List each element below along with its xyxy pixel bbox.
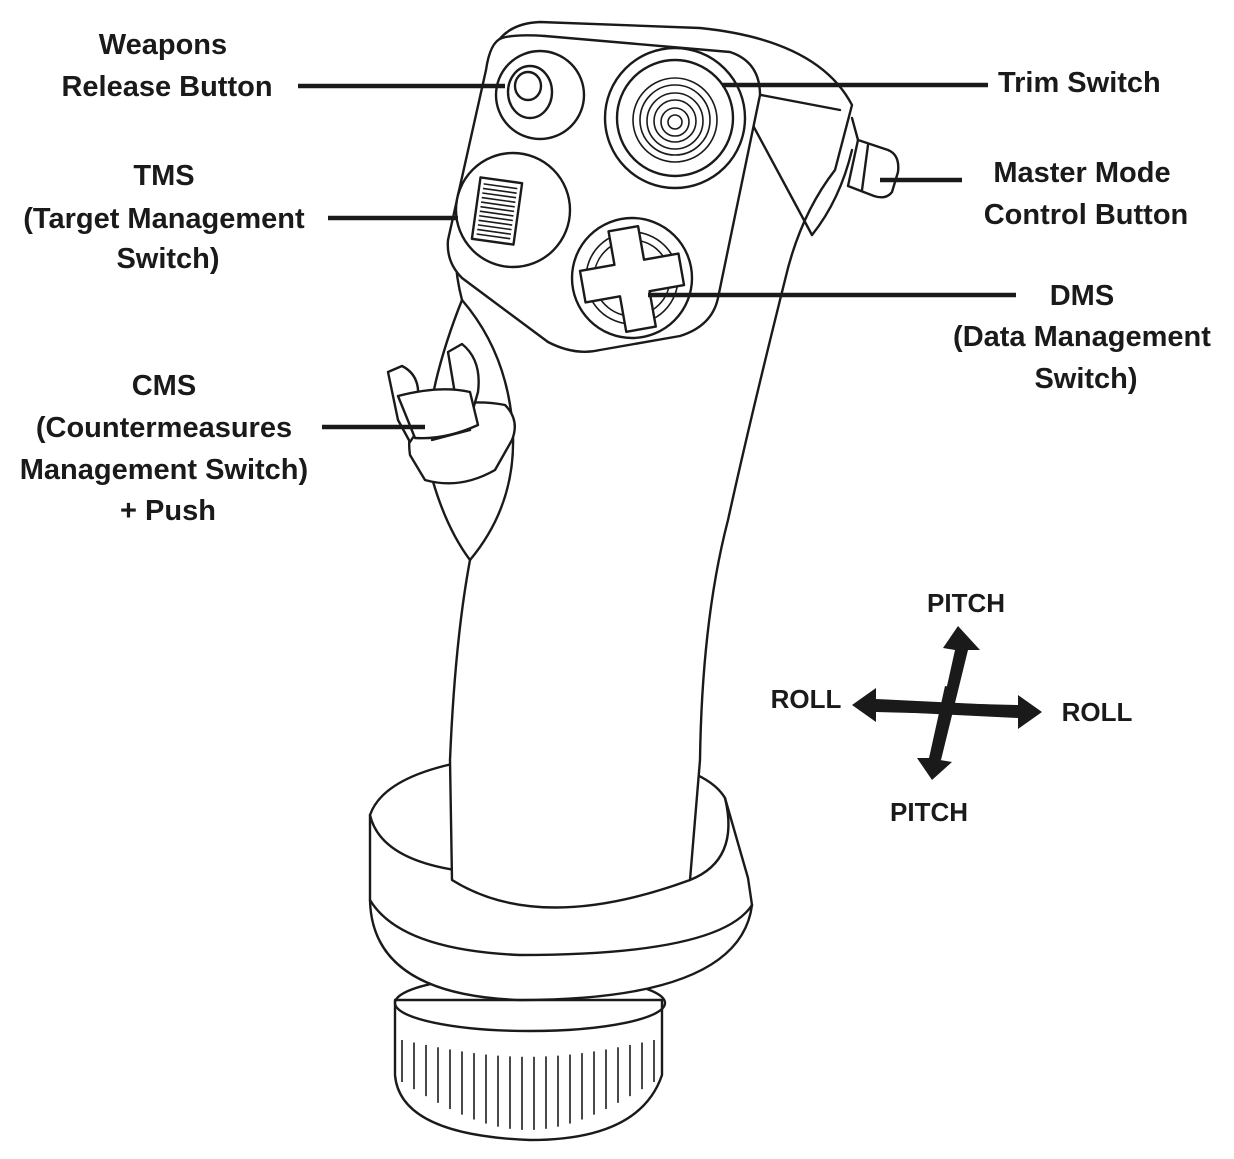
tms-ridge bbox=[479, 214, 513, 222]
tms-ridge bbox=[482, 187, 517, 194]
label-dms: DMS (Data Management Switch) bbox=[953, 280, 1219, 395]
callout-labels: Weapons Release Button Trim Switch TMS (… bbox=[20, 29, 1219, 527]
tms-ridge bbox=[482, 192, 517, 199]
label-weapons-release: Weapons Release Button bbox=[61, 29, 272, 103]
label-cms: CMS (Countermeasures Management Switch) … bbox=[20, 370, 317, 527]
pitch-down-arrow-icon bbox=[917, 686, 955, 780]
tms-ridge bbox=[477, 224, 512, 231]
trim-switch-drawing bbox=[603, 46, 747, 190]
tms-ridge bbox=[479, 210, 514, 217]
leader-lines bbox=[298, 82, 1016, 430]
tms-switch-drawing bbox=[454, 151, 572, 269]
tms-ridge bbox=[476, 233, 511, 240]
roll-right-arrow-icon bbox=[895, 695, 1042, 729]
tms-ridge bbox=[478, 219, 513, 226]
tms-ridge bbox=[480, 201, 515, 208]
tms-ridge bbox=[480, 205, 515, 213]
axis-labels: PITCH PITCH ROLL ROLL bbox=[771, 588, 1133, 827]
label-trim-switch: Trim Switch bbox=[998, 67, 1161, 99]
label-roll-right: ROLL bbox=[1062, 697, 1133, 727]
cms-switch-drawing bbox=[386, 342, 516, 485]
label-pitch-down: PITCH bbox=[890, 797, 968, 827]
tms-ridge bbox=[477, 228, 512, 235]
label-roll-left: ROLL bbox=[771, 684, 842, 714]
weapons-release-button-drawing bbox=[494, 49, 586, 141]
label-tms: TMS (Target Management Switch) bbox=[23, 160, 313, 275]
dms-switch-drawing bbox=[570, 216, 694, 340]
master-mode-button-drawing bbox=[846, 116, 900, 199]
tms-ridge bbox=[481, 196, 516, 204]
tms-ridge bbox=[483, 183, 518, 190]
label-pitch-up: PITCH bbox=[927, 588, 1005, 618]
axis-cross bbox=[852, 626, 1042, 780]
base-knurled-ring bbox=[393, 973, 667, 1142]
label-master-mode: Master Mode Control Button bbox=[984, 157, 1189, 231]
